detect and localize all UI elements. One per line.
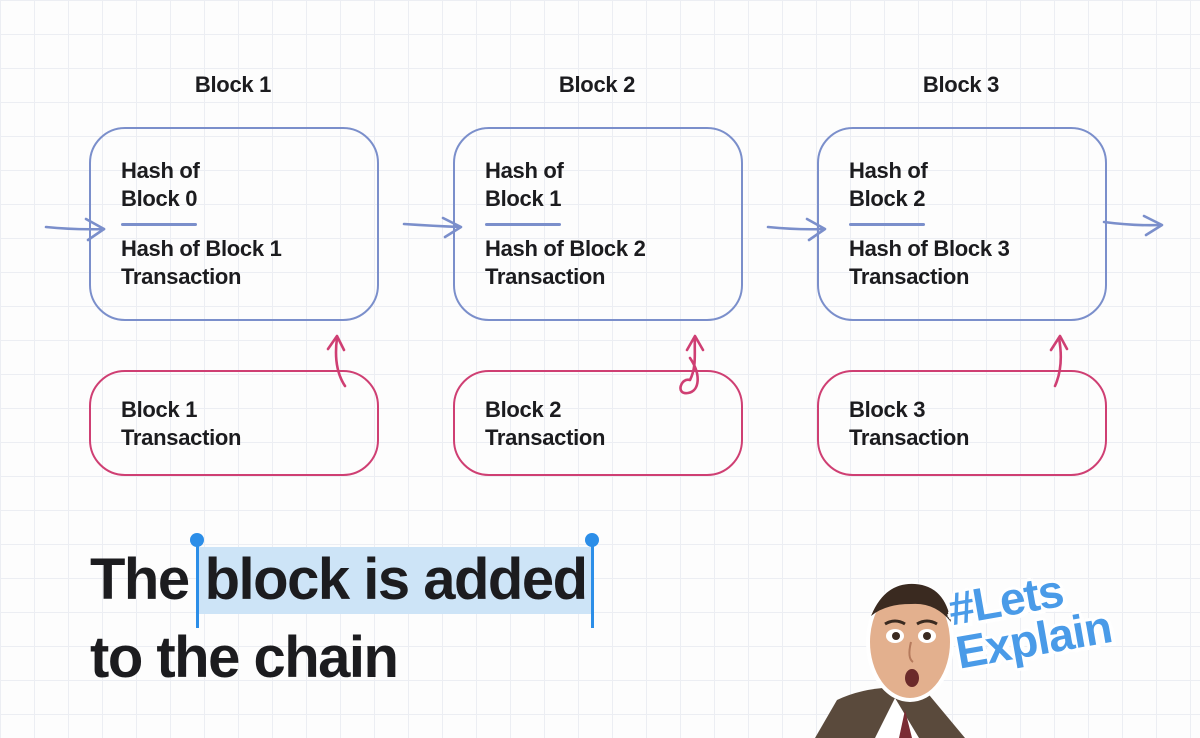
block-3: Hash of Block 2 Hash of Block 3 Transact… (817, 127, 1107, 321)
arrow-right-icon (1102, 214, 1164, 237)
arrow-right-icon (44, 217, 106, 242)
block-2-own-hash: Hash of Block 2 Transaction (485, 236, 646, 289)
block-3-transaction-label: Block 3 Transaction (849, 397, 970, 450)
selection-handle-start[interactable] (190, 533, 205, 628)
arrow-up-icon (679, 334, 705, 395)
block-3-own-hash: Hash of Block 3 Transaction (849, 236, 1010, 289)
arrow-up-icon (1049, 334, 1069, 388)
block-1-prev-hash: Hash of Block 0 (121, 158, 200, 211)
arrow-right-icon (402, 216, 463, 239)
block-2-transaction: Block 2 Transaction (453, 370, 743, 476)
block-2-transaction-label: Block 2 Transaction (485, 397, 606, 450)
block-3-title: Block 3 (922, 72, 1000, 97)
block-2: Hash of Block 1 Hash of Block 2 Transact… (453, 127, 743, 321)
selection-handle-end[interactable] (585, 533, 600, 628)
block-2-title: Block 2 (558, 72, 636, 97)
lets-explain-badge (815, 570, 1200, 738)
block-1-title: Block 1 (194, 72, 272, 97)
surprised-face-illustration (815, 582, 965, 738)
headline-prefix: The (90, 547, 190, 612)
arrow-right-icon (766, 217, 827, 242)
block-3-prev-hash: Hash of Block 2 (849, 158, 928, 211)
block-1-transaction: Block 1 Transaction (89, 370, 379, 476)
block-1-transaction-label: Block 1 Transaction (121, 397, 242, 450)
block-1: Hash of Block 0 Hash of Block 1 Transact… (89, 127, 379, 321)
block-1-own-hash: Hash of Block 1 Transaction (121, 236, 282, 289)
block-1-divider (121, 223, 197, 226)
headline-line-2: to the chain (90, 625, 399, 690)
block-2-prev-hash: Hash of Block 1 (485, 158, 564, 211)
arrow-up-icon (326, 334, 347, 388)
block-2-divider (485, 223, 561, 226)
headline-highlighted: block is added (204, 547, 588, 612)
block-3-divider (849, 223, 925, 226)
block-3-transaction: Block 3 Transaction (817, 370, 1107, 476)
text-selection[interactable]: block is added (190, 533, 600, 628)
